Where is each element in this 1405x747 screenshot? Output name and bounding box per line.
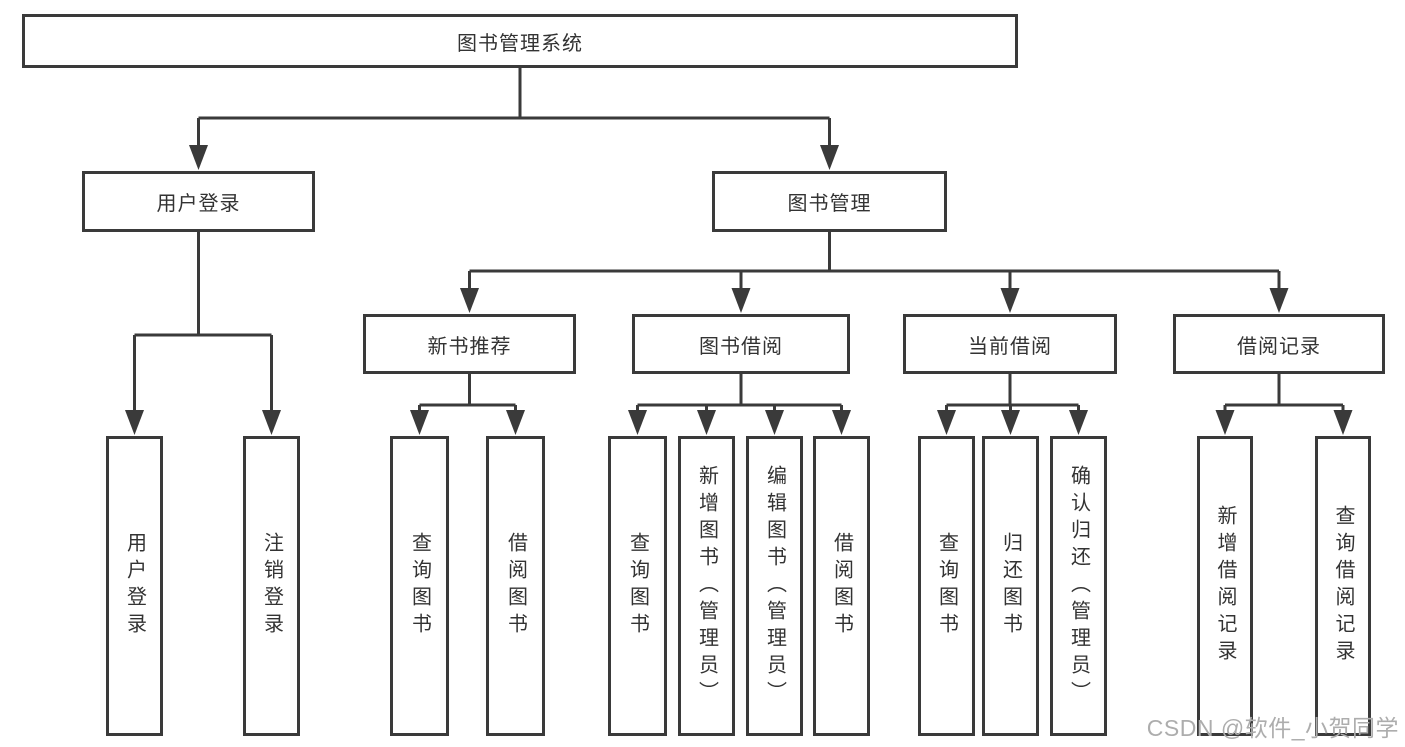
node-leaf-query-books-current: 查询图书	[918, 436, 975, 736]
node-user-login: 用户登录	[82, 171, 315, 232]
node-label: 当前借阅	[968, 335, 1052, 358]
node-book-management: 图书管理	[712, 171, 947, 232]
node-leaf-borrow-books: 借阅图书	[813, 436, 870, 736]
node-book-borrow: 图书借阅	[632, 314, 850, 374]
node-label: 确认归还（管理员）	[1067, 464, 1090, 708]
node-leaf-logout: 注销登录	[243, 436, 300, 736]
node-new-book-recommend: 新书推荐	[363, 314, 576, 374]
node-borrow-record: 借阅记录	[1173, 314, 1385, 374]
node-label: 图书管理	[787, 193, 872, 215]
connector-book-management-to-level3	[460, 232, 1289, 313]
node-label: 新增借阅记录	[1214, 505, 1236, 667]
node-label: 归还图书	[999, 532, 1022, 640]
node-label: 用户登录	[156, 193, 241, 215]
node-leaf-return-books: 归还图书	[982, 436, 1039, 736]
connector-current-borrow-to-leaves	[937, 374, 1088, 435]
node-leaf-user-login: 用户登录	[106, 436, 163, 736]
node-label: 查询图书	[408, 532, 431, 640]
connector-root-to-level2	[189, 68, 839, 170]
watermark: CSDN @软件_小贺同学	[1146, 715, 1399, 741]
node-label: 借阅记录	[1237, 335, 1321, 358]
node-leaf-add-borrow-record: 新增借阅记录	[1197, 436, 1253, 736]
node-label: 借阅图书	[504, 532, 527, 640]
connector-book-borrow-to-leaves	[628, 374, 851, 435]
node-label: 用户登录	[123, 532, 146, 640]
node-label: 新书推荐	[427, 335, 512, 358]
node-current-borrow: 当前借阅	[903, 314, 1117, 374]
node-label: 查询图书	[935, 532, 958, 640]
node-leaf-edit-books-admin: 编辑图书（管理员）	[746, 436, 803, 736]
connector-user-login-to-leaves	[125, 232, 281, 435]
node-library-system: 图书管理系统	[22, 14, 1018, 68]
node-leaf-query-books-recommend: 查询图书	[390, 436, 449, 736]
node-leaf-confirm-return-admin: 确认归还（管理员）	[1050, 436, 1107, 736]
node-label: 图书借阅	[699, 335, 783, 358]
node-leaf-query-books-borrow: 查询图书	[608, 436, 667, 736]
node-label: 新增图书（管理员）	[695, 464, 718, 708]
node-leaf-add-books-admin: 新增图书（管理员）	[678, 436, 735, 736]
node-label: 查询图书	[626, 532, 649, 640]
node-label: 注销登录	[260, 532, 283, 640]
connector-borrow-record-to-leaves	[1215, 374, 1353, 435]
node-label: 查询借阅记录	[1332, 505, 1354, 667]
node-label: 图书管理系统	[457, 32, 583, 55]
connector-new-book-to-leaves	[410, 374, 525, 435]
node-leaf-query-borrow-record: 查询借阅记录	[1315, 436, 1371, 736]
node-label: 编辑图书（管理员）	[763, 464, 786, 708]
node-label: 借阅图书	[830, 532, 853, 640]
node-leaf-borrow-books-recommend: 借阅图书	[486, 436, 545, 736]
